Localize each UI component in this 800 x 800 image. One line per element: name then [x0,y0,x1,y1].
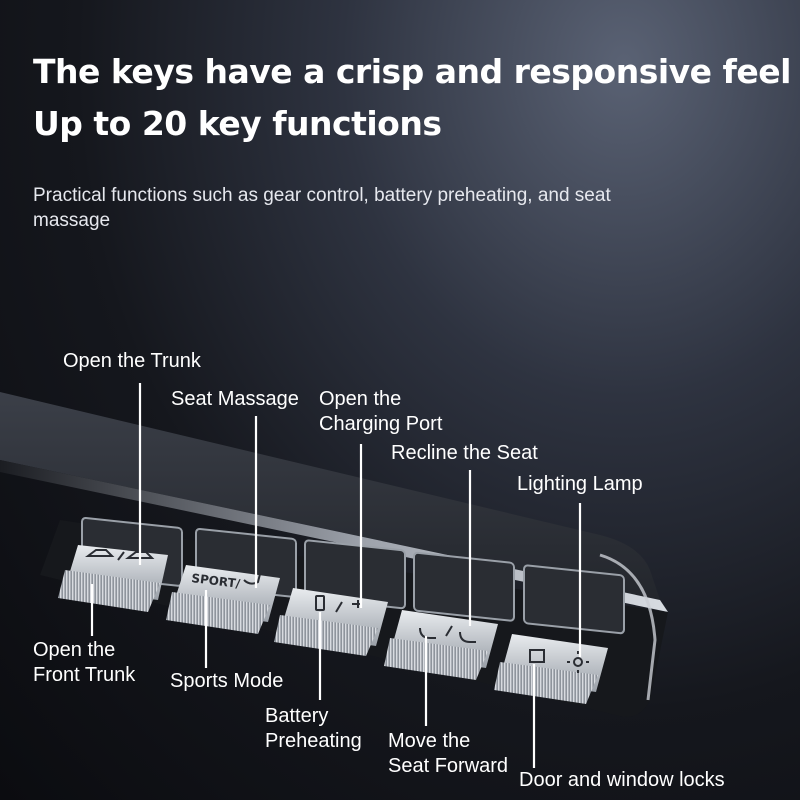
headline-line-2: Up to 20 key functions [33,104,442,143]
key-1[interactable] [58,517,183,612]
key-2[interactable]: SPORT/ [166,527,297,634]
headline-line-1: The keys have a crisp and responsive fee… [33,52,791,91]
callout-open-charging-port: Open the Charging Port [319,388,443,435]
callout-battery-preheating: Battery Preheating [265,705,362,752]
callout-open-trunk: Open the Trunk [63,350,201,372]
callout-recline-seat: Recline the Seat [391,442,538,464]
callout-sports-mode: Sports Mode [170,670,284,692]
callout-seat-massage: Seat Massage [171,388,299,410]
key-3[interactable] [274,539,406,656]
callout-door-window-locks: Door and window locks [519,769,725,791]
battery-plug-icon [315,595,360,613]
callout-open-front-trunk: Open the Front Trunk [33,639,136,686]
lamp-icon [567,651,589,673]
callout-move-seat-forward: Move the Seat Forward [388,730,509,777]
car-trunk-icon [85,549,155,561]
svg-text:SPORT/: SPORT/ [191,571,242,591]
subtitle: Practical functions such as gear control… [33,185,611,231]
lock-icon [529,649,545,663]
seat-massage-icon [243,573,261,585]
seat-icon [419,625,476,643]
callout-lighting-lamp: Lighting Lamp [517,473,643,495]
key-4[interactable] [384,551,515,680]
leader-lines [90,383,582,768]
